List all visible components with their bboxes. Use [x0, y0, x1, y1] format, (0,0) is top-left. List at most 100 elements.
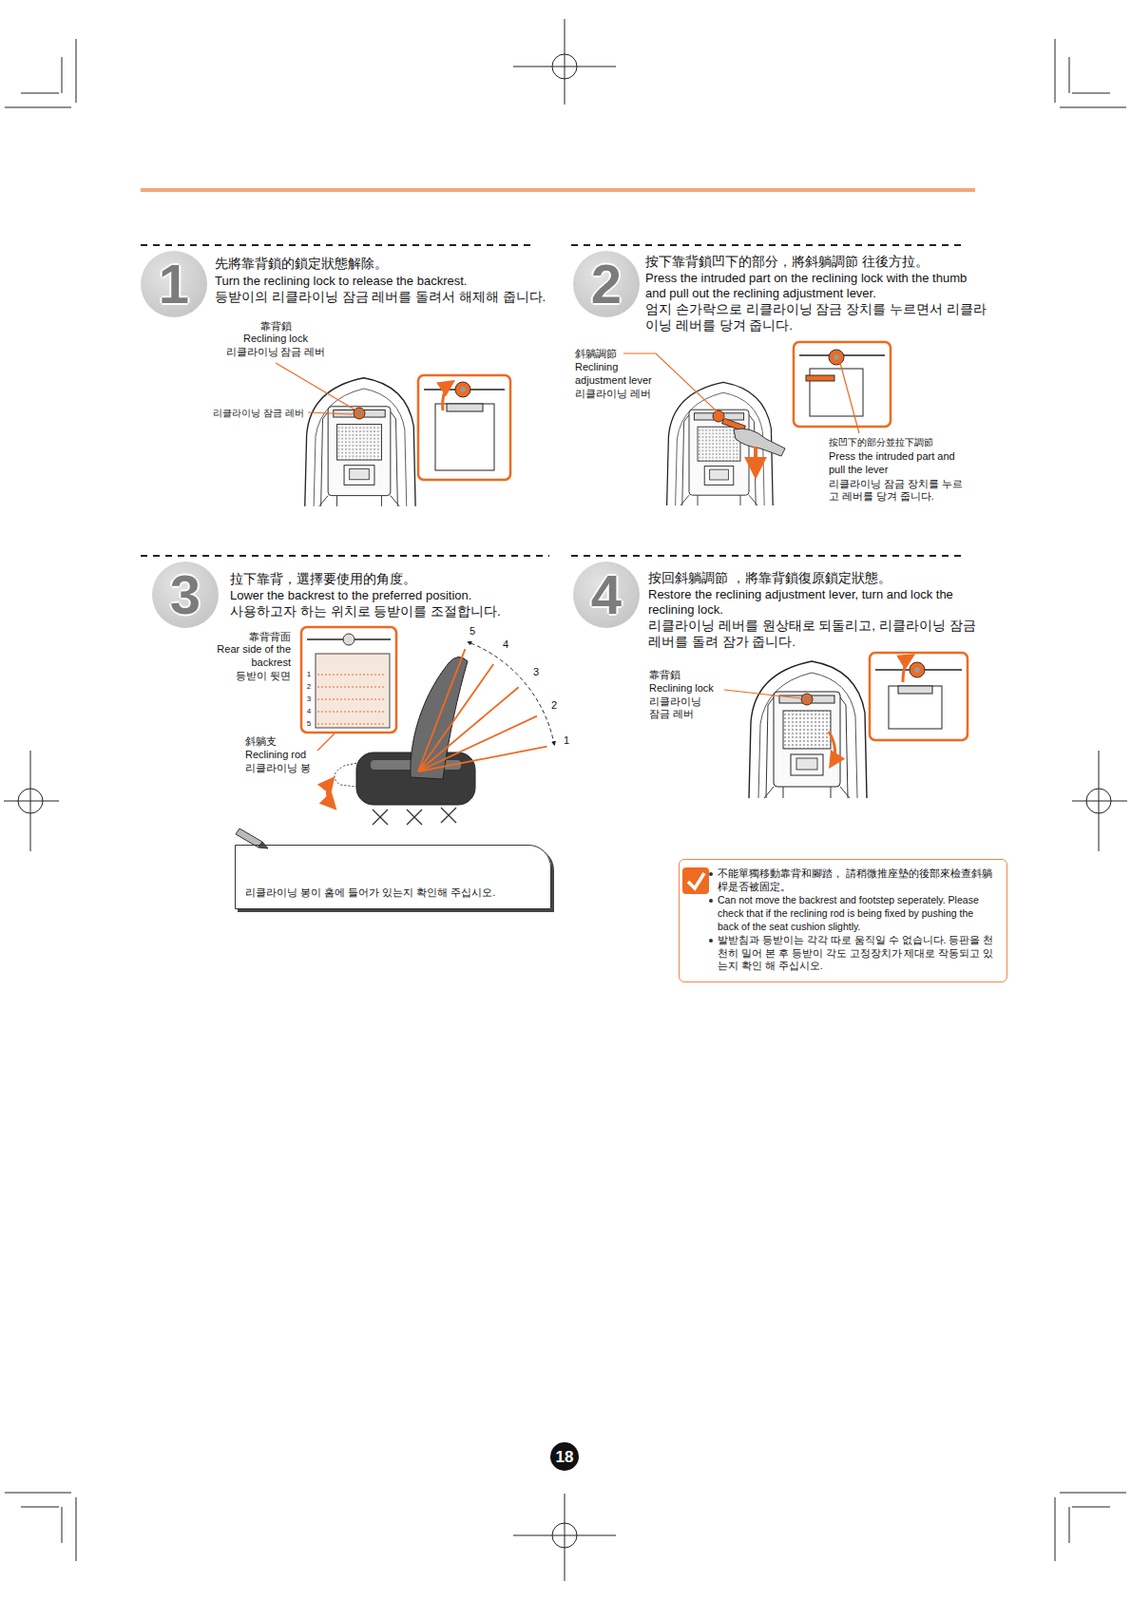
step1-illustration-part — [357, 411, 363, 417]
part-label: 靠背鎖 — [649, 669, 735, 682]
part-label: 리클라이닝 잠금 레버 — [649, 695, 712, 721]
step4-illustration-part — [902, 655, 913, 683]
step2-illustration-part — [733, 428, 786, 457]
art-shape-part — [418, 687, 519, 772]
angle-number: 1 — [558, 734, 575, 748]
instruction-text: 按下靠背鎖凹下的部分，將斜躺調節 往後方拉。 — [645, 254, 988, 271]
step-number: 3 — [152, 561, 219, 629]
part-label: Reclining lock — [649, 682, 735, 696]
step1-illustration-part — [446, 403, 483, 412]
bullet-dot — [709, 939, 713, 943]
step-number: 4 — [573, 561, 640, 629]
part-label: Reclining lock — [209, 332, 343, 346]
registration-marks — [3, 19, 1128, 1582]
instruction-text: 등받이의 리클라이닝 잠금 레버를 돌려서 해제해 줍니다. — [214, 289, 557, 307]
caution-text: 발받침과 등받이는 각각 따로 움직일 수 없습니다. 등판을 천천히 밀어 본… — [717, 934, 997, 974]
callout-text: 按凹下的部分並拉下調節 — [828, 437, 981, 450]
crop-marks-part — [1054, 1493, 1127, 1562]
number-text: 1 — [158, 256, 190, 312]
instruction-text: 엄지 손가락으로 리클라이닝 잠금 장치를 누르면서 리클라이닝 레버를 당겨 … — [645, 302, 988, 335]
bullet-dot — [709, 899, 713, 903]
part-label: Reclining rod — [245, 748, 331, 763]
step-dividers-part — [140, 555, 550, 557]
crop-marks — [4, 38, 1127, 1562]
crop-marks-part — [4, 1493, 77, 1562]
step-dividers-part — [571, 244, 965, 247]
angle-number: 3 — [528, 666, 544, 680]
position-number: 5 — [303, 719, 315, 729]
position-number: 4 — [303, 707, 315, 717]
number-text: 18 — [555, 1449, 575, 1466]
step4-illustration-part — [748, 661, 867, 799]
step4-illustration-part — [828, 731, 836, 767]
step4-illustration-part — [909, 662, 925, 678]
note-text: 리클라이닝 봉이 홈에 들어가 있는지 확인해 주십시오. — [245, 885, 541, 900]
page-number: 18 — [550, 1442, 579, 1472]
caution-text: Can not move the backrest and footstep s… — [717, 894, 997, 934]
art-shape-part — [317, 673, 386, 675]
number-text: 4 — [591, 567, 622, 623]
art-shape-part — [418, 747, 548, 772]
step-dividers-part — [140, 244, 531, 247]
part-label: 리클라이닝 봉 — [245, 762, 331, 775]
step2-illustration-part — [753, 446, 758, 476]
step2-illustration-part — [840, 363, 860, 434]
step2-illustration-part — [833, 354, 840, 361]
number-text: 2 — [591, 256, 622, 312]
step3-illustration-part — [372, 807, 457, 825]
instruction-text: Turn the reclining lock to release the b… — [214, 273, 557, 289]
step4-illustration-part — [869, 652, 968, 741]
registration-marks-part — [513, 1494, 616, 1582]
step1-illustration-part — [435, 403, 495, 471]
warning-icon-part — [682, 867, 710, 895]
registration-marks-part — [3, 750, 59, 852]
step4-illustration-part — [724, 690, 801, 699]
part-label: Rear side of the backrest — [186, 643, 291, 671]
step3-illustration-part — [467, 642, 555, 746]
step1-illustration-part — [353, 407, 365, 420]
instruction-text: Press the intruded part on the reclining… — [645, 270, 988, 303]
step1-illustration-part — [460, 386, 466, 393]
part-label: 斜躺支 — [245, 735, 322, 749]
instruction-text: 先將靠背鎖的鎖定狀態解除。 — [214, 256, 557, 273]
registration-marks-part — [513, 19, 616, 105]
step1-illustration-part — [307, 412, 353, 415]
step1-illustration — [275, 363, 511, 507]
angle-number: 4 — [498, 638, 514, 652]
instruction-text: 拉下靠背，選擇要使用的角度。 — [230, 572, 544, 589]
instruction-text: 사용하고자 하는 위치로 등받이를 조절합니다. — [230, 604, 544, 621]
step1-illustration-part — [418, 375, 511, 480]
step-number: 1 — [140, 250, 208, 318]
part-label: 靠背鎖 — [209, 320, 343, 333]
step4-illustration-part — [801, 693, 813, 706]
art-shape — [317, 674, 386, 725]
crop-marks-part — [1054, 38, 1127, 108]
step-number: 2 — [573, 250, 640, 318]
angle-number: 2 — [546, 699, 562, 713]
part-label: 리클라이닝 레버 — [575, 387, 661, 402]
part-label: 斜躺調節 — [575, 347, 661, 362]
position-number: 3 — [303, 694, 315, 705]
crop-marks-part — [4, 38, 77, 108]
step4-illustration-part — [914, 667, 921, 673]
registration-marks-part — [1072, 750, 1128, 852]
bullet-dot — [709, 872, 713, 877]
art-shape-part — [317, 686, 386, 688]
step3-illustration — [301, 627, 555, 825]
instruction-text: 按回斜躺調節 ，將靠背鎖復原鎖定狀態。 — [648, 571, 991, 588]
angle-number: 5 — [464, 625, 480, 639]
part-label: 등받이 뒷면 — [186, 670, 291, 683]
step4-illustration-part — [898, 686, 933, 694]
step2-illustration-part — [793, 342, 891, 427]
step-dividers-part — [571, 555, 965, 557]
art-shape — [418, 649, 548, 772]
step3-illustration-part — [315, 653, 390, 729]
note-box: 리클라이닝 봉이 홈에 들어가 있는지 확인해 주십시오. — [234, 844, 552, 910]
art-shape-part — [317, 723, 386, 725]
step4-illustration-part — [888, 686, 942, 729]
part-label: 리클라이닝 잠금 레버 — [190, 407, 305, 421]
